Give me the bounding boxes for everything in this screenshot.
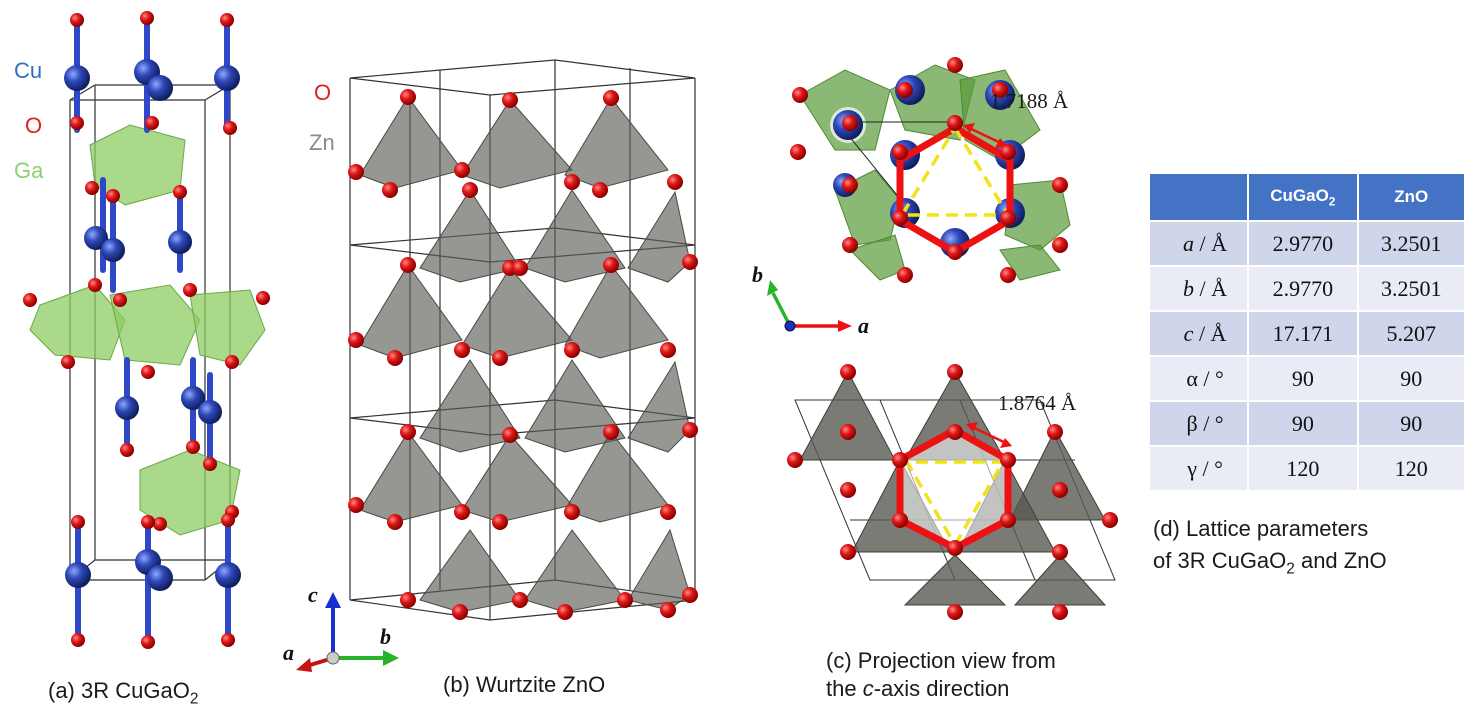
caption-a-sub: 2 [189,690,199,708]
table-row: γ / ° 120 120 [1147,445,1467,492]
cell-cugao2: 120 [1247,445,1359,492]
legend-b-zn: Zn [309,130,335,156]
legend-b-o: O [314,80,331,106]
table-row: a / Å 2.9770 3.2501 [1147,220,1467,267]
row-unit: / Å [1193,320,1227,346]
legend-cu: Cu [14,58,42,84]
table-header-row: CuGaO2 ZnO [1147,172,1467,222]
header-cugao2-sub: 2 [1328,194,1336,209]
table-header-zno: ZnO [1356,172,1467,222]
legend-cu-label: Cu [14,58,43,83]
caption-d-line2: of 3R CuGaO2 and ZnO [1153,548,1387,578]
proj-axis-a-label: a [858,313,869,338]
row-symbol: β [1186,410,1198,436]
cell-cugao2: 2.9770 [1247,220,1359,267]
caption-a: (a) 3R CuGaO2 [48,678,198,708]
legend-o-label: O [25,113,43,138]
caption-d-post: and ZnO [1294,548,1387,573]
caption-c-line2: the c-axis direction [826,676,1009,702]
row-label: α / ° [1147,355,1250,402]
cell-zno: 120 [1356,445,1467,492]
row-unit: / Å [1194,230,1228,256]
row-symbol: c [1183,320,1194,346]
caption-d-sub: 2 [1286,560,1295,578]
row-symbol: a [1183,230,1195,256]
row-label: γ / ° [1147,445,1250,492]
row-unit: / Å [1194,275,1228,301]
row-unit: / ° [1197,365,1224,391]
caption-c-pre: the [826,676,863,701]
row-symbol: α [1186,365,1198,391]
cu-o-bonds [74,17,231,643]
cell-zno: 90 [1356,400,1467,447]
cugao2-projection [767,57,1071,332]
row-label: b / Å [1147,265,1250,312]
lattice-parameter-table: CuGaO2 ZnO a / Å 2.9770 3.2501 b / Å 2.9… [1147,172,1467,492]
row-unit: / ° [1196,455,1223,481]
ga-octahedra [29,124,266,536]
axis-c-label: c [308,582,318,607]
table-row: c / Å 17.171 5.207 [1147,310,1467,357]
caption-b: (b) Wurtzite ZnO [443,672,606,697]
distance-bottom: 1.8764 Å [998,391,1077,415]
cell-cugao2: 17.171 [1247,310,1359,357]
yellow-triangle-bottom [903,460,1007,549]
legend-ga-label: Ga [14,158,44,183]
zno-projection [787,364,1118,620]
axis-b-label: b [380,624,391,649]
o-atoms-c-bottom [787,364,1118,620]
header-cugao2-main: CuGaO [1270,185,1329,205]
cell-zno: 3.2501 [1356,220,1467,267]
zno-axes [296,592,399,672]
legend-o: O [25,113,42,139]
caption-d-line1: (d) Lattice parameters [1153,516,1369,541]
table-row: β / ° 90 90 [1147,400,1467,447]
legend-b-o-label: O [314,80,332,105]
caption-c-italic: c [862,676,874,701]
table-header-empty [1147,172,1250,222]
zn-tetrahedra [359,96,691,613]
row-label: a / Å [1147,220,1250,267]
row-label: β / ° [1147,400,1250,447]
row-label: c / Å [1147,310,1250,357]
caption-a-text: (a) 3R CuGaO [48,678,190,703]
cell-zno: 5.207 [1356,310,1467,357]
row-symbol: γ [1187,455,1197,481]
cu-atoms [64,59,241,591]
legend-b-zn-label: Zn [309,130,335,155]
caption-c-line1: (c) Projection view from [826,648,1056,673]
cell-cugao2: 90 [1247,355,1359,402]
row-symbol: b [1183,275,1195,301]
cell-cugao2: 2.9770 [1247,265,1359,312]
cell-zno: 90 [1356,355,1467,402]
table-row: α / ° 90 90 [1147,355,1467,402]
cell-cugao2: 90 [1247,400,1359,447]
legend-ga: Ga [14,158,43,184]
caption-c-post: -axis direction [873,676,1010,701]
yellow-triangle-top [898,124,1012,217]
distance-top: 1.7188 Å [990,89,1069,113]
cugao2-structure [23,11,270,649]
zno-structure [296,59,698,672]
table-header-cugao2: CuGaO2 [1247,172,1359,222]
table-row: b / Å 2.9770 3.2501 [1147,265,1467,312]
proj-axis-b-label: b [752,262,763,287]
caption-d-pre: of 3R CuGaO [1153,548,1287,573]
o-atoms-a [23,11,270,649]
o-atoms-c-top [790,57,1068,283]
axis-a-label: a [283,640,294,665]
cell-zno: 3.2501 [1356,265,1467,312]
o-atoms-b [348,89,698,620]
row-unit: / ° [1197,410,1224,436]
projection-axes-top [767,280,852,332]
